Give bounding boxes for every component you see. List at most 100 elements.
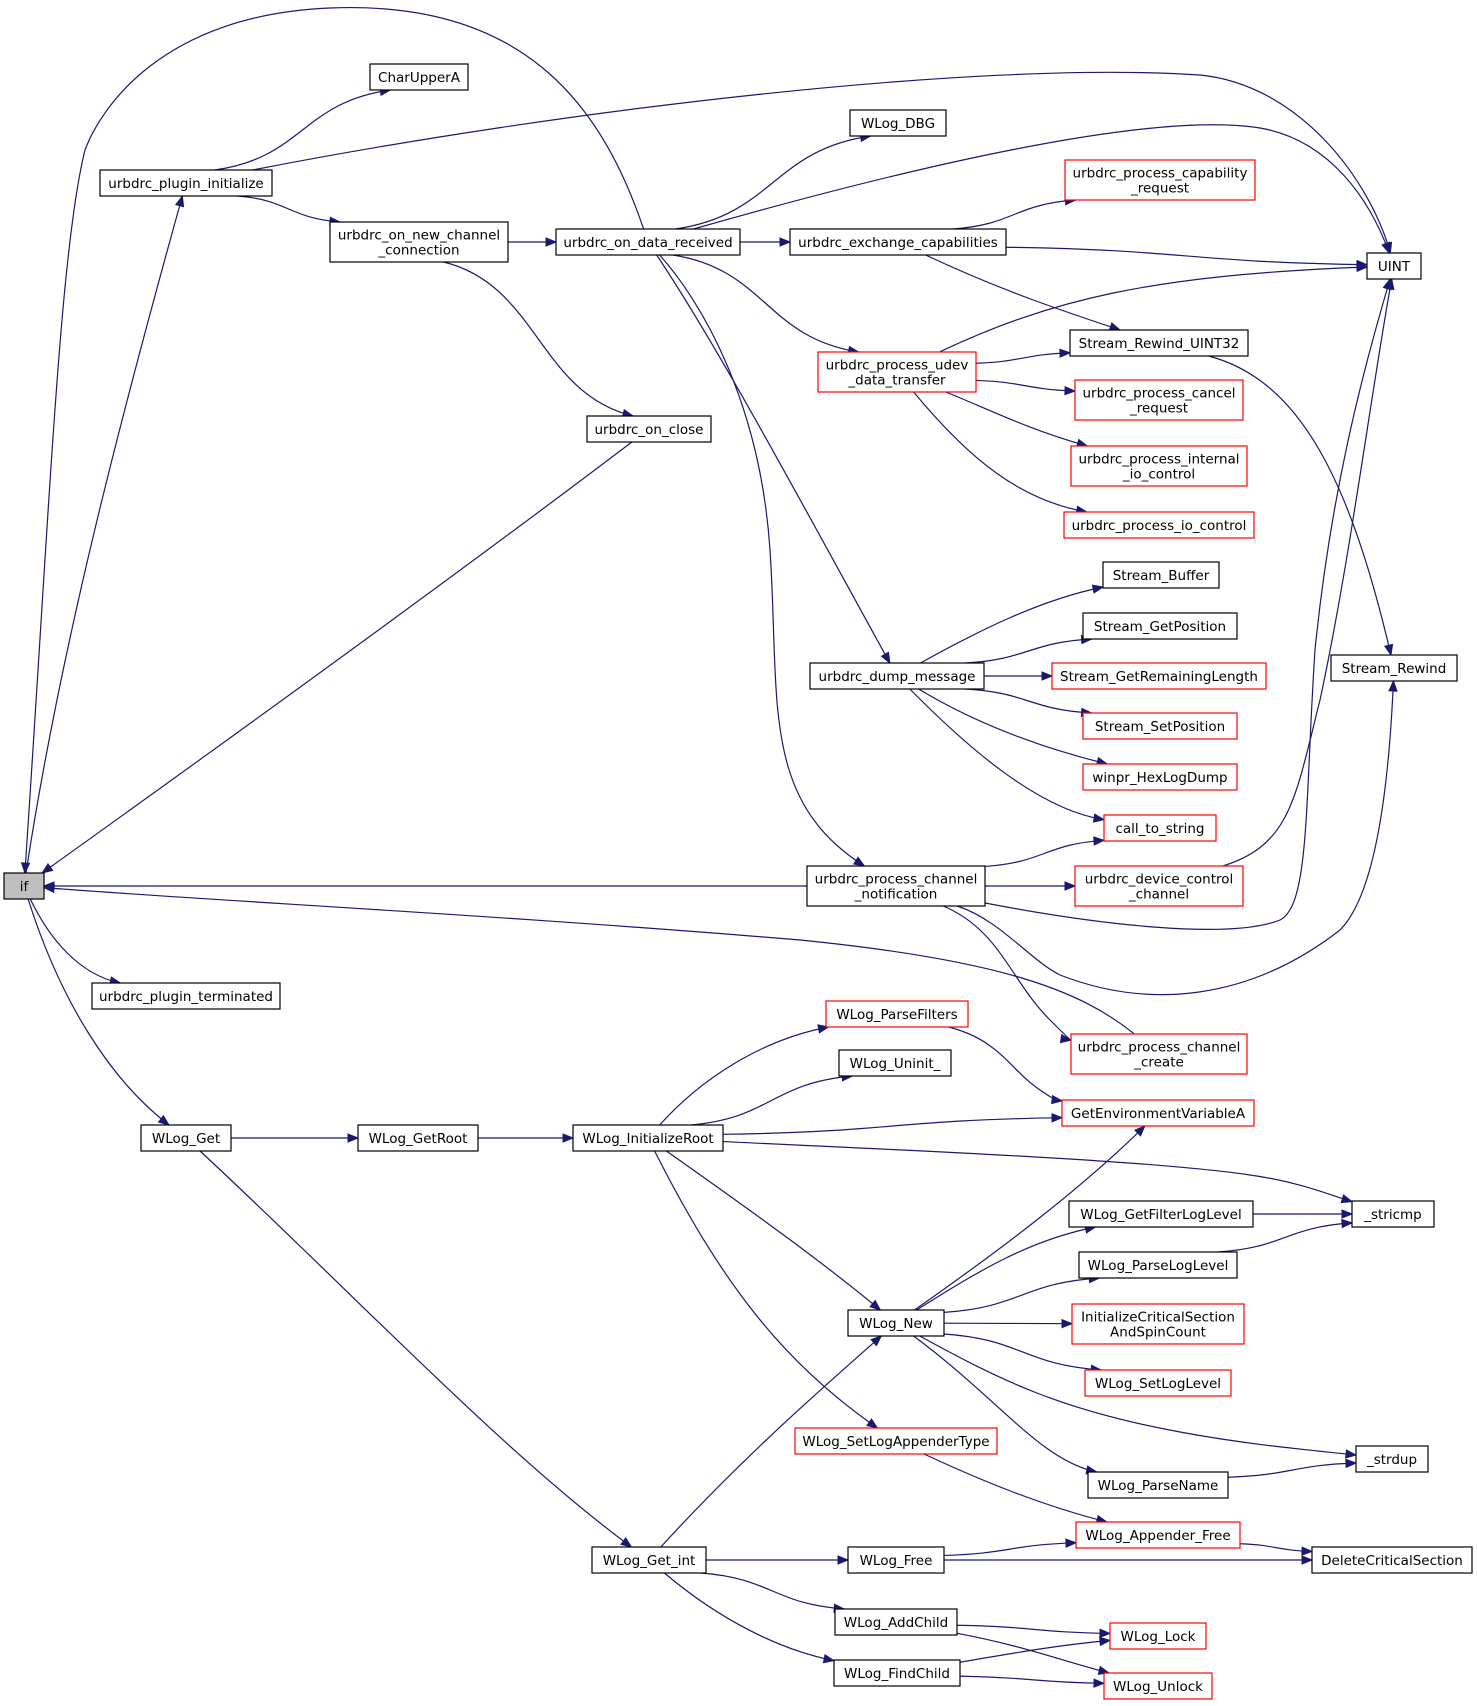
node-WLog_ParseName[interactable]: WLog_ParseName — [1087, 1471, 1229, 1499]
node-urbdrc_process_cancel_request[interactable]: urbdrc_process_cancel_request — [1074, 379, 1244, 421]
node-box[interactable] — [1068, 1200, 1254, 1228]
node-WLog_Lock[interactable]: WLog_Lock — [1109, 1622, 1207, 1650]
node-box[interactable] — [591, 1546, 707, 1574]
node-box[interactable] — [1082, 763, 1238, 791]
node-box[interactable] — [1102, 561, 1220, 589]
node-box[interactable] — [572, 1124, 724, 1152]
node-WLog_SetLogAppenderType[interactable]: WLog_SetLogAppenderType — [794, 1427, 998, 1455]
node-box[interactable] — [794, 1427, 998, 1455]
node-box[interactable] — [1078, 1251, 1238, 1279]
node-WLog_AddChild[interactable]: WLog_AddChild — [834, 1608, 958, 1636]
node-urbdrc_plugin_initialize[interactable]: urbdrc_plugin_initialize — [99, 169, 273, 197]
node-WLog_GetRoot[interactable]: WLog_GetRoot — [357, 1124, 479, 1152]
node-urbdrc_process_capability_request[interactable]: urbdrc_process_capability_request — [1064, 159, 1256, 201]
node-box[interactable] — [1069, 329, 1249, 357]
node-box[interactable] — [1366, 252, 1422, 280]
node-WLog_Uninit_[interactable]: WLog_Uninit_ — [838, 1049, 952, 1077]
node-WLog_GetFilterLogLevel[interactable]: WLog_GetFilterLogLevel — [1068, 1200, 1254, 1228]
node-Stream_GetRemainingLength[interactable]: Stream_GetRemainingLength — [1051, 662, 1267, 690]
node-box[interactable] — [357, 1124, 479, 1152]
node-box[interactable] — [1074, 865, 1244, 907]
node-WLog_FindChild[interactable]: WLog_FindChild — [833, 1659, 961, 1687]
node-urbdrc_device_control_channel[interactable]: urbdrc_device_control_channel — [1074, 865, 1244, 907]
node-urbdrc_dump_message[interactable]: urbdrc_dump_message — [809, 662, 985, 690]
node-box[interactable] — [849, 109, 947, 137]
node-box[interactable] — [1061, 1099, 1255, 1127]
node-box[interactable] — [555, 228, 741, 256]
node-WLog_New[interactable]: WLog_New — [847, 1309, 945, 1337]
node-box[interactable] — [1082, 712, 1238, 740]
node-WLog_Appender_Free[interactable]: WLog_Appender_Free — [1075, 1521, 1241, 1549]
node-box[interactable] — [1351, 1200, 1435, 1228]
node-urbdrc_exchange_capabilities[interactable]: urbdrc_exchange_capabilities — [789, 228, 1007, 256]
node-WLog_ParseFilters[interactable]: WLog_ParseFilters — [825, 1000, 969, 1028]
node-box[interactable] — [1109, 1622, 1207, 1650]
node-GetEnvironmentVariableA[interactable]: GetEnvironmentVariableA — [1061, 1099, 1255, 1127]
node-urbdrc_process_internal_io_control[interactable]: urbdrc_process_internal_io_control — [1070, 445, 1248, 487]
node-urbdrc_on_data_received[interactable]: urbdrc_on_data_received — [555, 228, 741, 256]
node-box[interactable] — [1087, 1471, 1229, 1499]
node-box[interactable] — [834, 1608, 958, 1636]
node-box[interactable] — [329, 221, 509, 263]
node-urbdrc_process_channel_notification[interactable]: urbdrc_process_channel_notification — [806, 865, 986, 907]
node-Stream_Rewind_UINT32[interactable]: Stream_Rewind_UINT32 — [1069, 329, 1249, 357]
node-box[interactable] — [809, 662, 985, 690]
node-box[interactable] — [806, 865, 986, 907]
node-box[interactable] — [1074, 379, 1244, 421]
node-box[interactable] — [1084, 1369, 1232, 1397]
node-urbdrc_process_channel_create[interactable]: urbdrc_process_channel_create — [1070, 1033, 1248, 1075]
node-WLog_ParseLogLevel[interactable]: WLog_ParseLogLevel — [1078, 1251, 1238, 1279]
node-box[interactable] — [838, 1049, 952, 1077]
node-winpr_HexLogDump[interactable]: winpr_HexLogDump — [1082, 763, 1238, 791]
node-Stream_GetPosition[interactable]: Stream_GetPosition — [1082, 612, 1238, 640]
node-urbdrc_on_close[interactable]: urbdrc_on_close — [586, 415, 712, 443]
node-_stricmp[interactable]: _stricmp — [1351, 1200, 1435, 1228]
node-DeleteCriticalSection[interactable]: DeleteCriticalSection — [1311, 1546, 1473, 1574]
node-box[interactable] — [1082, 612, 1238, 640]
node-CharUpperA[interactable]: CharUpperA — [369, 63, 469, 91]
node-box[interactable] — [1103, 1672, 1213, 1700]
node-Stream_SetPosition[interactable]: Stream_SetPosition — [1082, 712, 1238, 740]
node-WLog_Free[interactable]: WLog_Free — [847, 1546, 945, 1574]
node-Stream_Buffer[interactable]: Stream_Buffer — [1102, 561, 1220, 589]
node-box[interactable] — [1311, 1546, 1473, 1574]
node-box[interactable] — [1063, 511, 1255, 539]
node-box[interactable] — [1355, 1445, 1429, 1473]
node-box[interactable] — [1064, 159, 1256, 201]
node-call_to_string[interactable]: call_to_string — [1103, 814, 1217, 842]
node-box[interactable] — [1070, 445, 1248, 487]
node-box[interactable] — [1075, 1521, 1241, 1549]
node-_strdup[interactable]: _strdup — [1355, 1445, 1429, 1473]
node-box[interactable] — [3, 872, 45, 900]
node-Stream_Rewind[interactable]: Stream_Rewind — [1330, 654, 1458, 682]
node-urbdrc_plugin_terminated[interactable]: urbdrc_plugin_terminated — [91, 982, 281, 1010]
node-box[interactable] — [586, 415, 712, 443]
node-box[interactable] — [847, 1546, 945, 1574]
node-box[interactable] — [140, 1124, 232, 1152]
node-WLog_Unlock[interactable]: WLog_Unlock — [1103, 1672, 1213, 1700]
node-box[interactable] — [1330, 654, 1458, 682]
node-UINT[interactable]: UINT — [1366, 252, 1422, 280]
node-box[interactable] — [1051, 662, 1267, 690]
node-box[interactable] — [91, 982, 281, 1010]
node-box[interactable] — [369, 63, 469, 91]
node-box[interactable] — [847, 1309, 945, 1337]
node-urbdrc_process_io_control[interactable]: urbdrc_process_io_control — [1063, 511, 1255, 539]
node-WLog_SetLogLevel[interactable]: WLog_SetLogLevel — [1084, 1369, 1232, 1397]
node-WLog_InitializeRoot[interactable]: WLog_InitializeRoot — [572, 1124, 724, 1152]
node-if[interactable]: if — [3, 872, 45, 900]
node-WLog_Get_int[interactable]: WLog_Get_int — [591, 1546, 707, 1574]
node-WLog_DBG[interactable]: WLog_DBG — [849, 109, 947, 137]
node-box[interactable] — [99, 169, 273, 197]
node-box[interactable] — [825, 1000, 969, 1028]
node-WLog_Get[interactable]: WLog_Get — [140, 1124, 232, 1152]
node-urbdrc_process_udev_data_transfer[interactable]: urbdrc_process_udev_data_transfer — [817, 351, 977, 393]
node-box[interactable] — [1103, 814, 1217, 842]
node-box[interactable] — [817, 351, 977, 393]
node-box[interactable] — [1071, 1303, 1245, 1345]
node-box[interactable] — [833, 1659, 961, 1687]
node-box[interactable] — [1070, 1033, 1248, 1075]
node-box[interactable] — [789, 228, 1007, 256]
node-urbdrc_on_new_channel_connection[interactable]: urbdrc_on_new_channel_connection — [329, 221, 509, 263]
